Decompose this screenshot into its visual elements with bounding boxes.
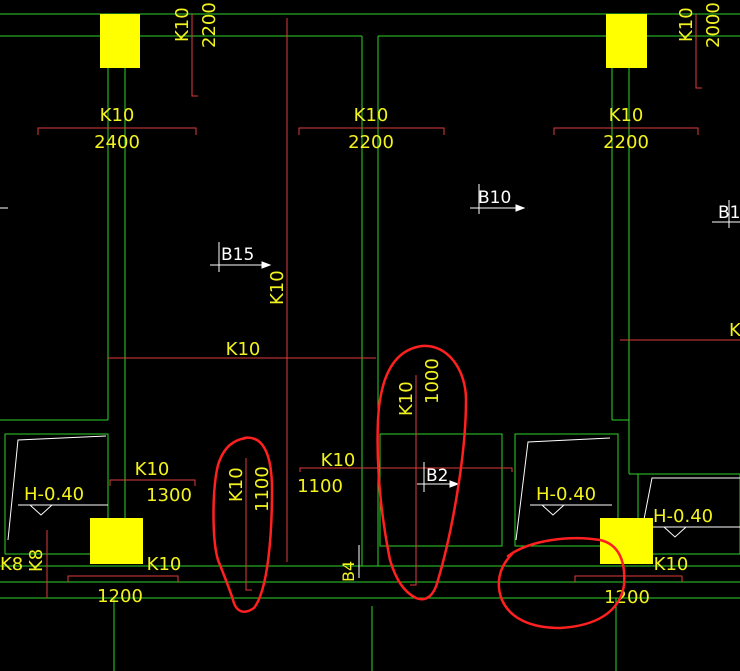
label-row2-right-k: K10 bbox=[609, 105, 644, 126]
label-slab-b10: B10 bbox=[478, 188, 511, 208]
label-slab-b2: B2 bbox=[426, 466, 448, 486]
label-row2-left-len: 2400 bbox=[94, 132, 140, 153]
label-right-cut-k: K bbox=[729, 320, 740, 341]
label-bottom-left-k: K10 bbox=[147, 554, 182, 575]
label-horiz-1300-k: K10 bbox=[135, 459, 170, 480]
label-b4: B4 bbox=[339, 561, 358, 582]
label-elev-mid: H-0.40 bbox=[536, 484, 596, 505]
label-vert-mid-k: K10 bbox=[267, 270, 288, 305]
column-top-left bbox=[100, 14, 140, 68]
label-horiz-1100-len: 1100 bbox=[297, 476, 343, 497]
label-vert-1000-len: 1000 bbox=[422, 358, 443, 404]
label-top-right-k: K10 bbox=[676, 7, 697, 42]
label-bottom-right-len: 1200 bbox=[604, 587, 650, 608]
label-row2-mid-len: 2200 bbox=[348, 132, 394, 153]
markup-loop-1000 bbox=[376, 344, 468, 601]
label-elev-left: H-0.40 bbox=[24, 484, 84, 505]
label-k8-b: K8 bbox=[26, 549, 47, 572]
rebar-lines bbox=[37, 14, 740, 598]
label-vert-1100-len: 1100 bbox=[252, 466, 273, 512]
markup-loop-bottom-right bbox=[497, 536, 626, 630]
label-k8-a: K8 bbox=[0, 554, 23, 575]
label-slab-b1-cut: B1 bbox=[718, 203, 740, 223]
label-horiz-1300-len: 1300 bbox=[146, 485, 192, 506]
label-top-right-len: 2000 bbox=[703, 2, 724, 48]
markup-loop-1100 bbox=[212, 436, 274, 613]
label-row2-mid-k: K10 bbox=[354, 105, 389, 126]
rebar-labels: K10 2200 K10 2000 K10 2400 K10 2200 K10 … bbox=[0, 2, 740, 608]
label-elev-right: H-0.40 bbox=[653, 506, 713, 527]
label-bottom-left-len: 1200 bbox=[97, 586, 143, 607]
label-top-left-len: 2200 bbox=[199, 2, 220, 48]
label-slab-b15: B15 bbox=[221, 245, 254, 265]
label-vert-1100-k: K10 bbox=[226, 467, 247, 502]
columns bbox=[90, 14, 653, 564]
column-bottom-right bbox=[600, 518, 653, 564]
column-top-right bbox=[606, 14, 647, 68]
markup-circles bbox=[212, 344, 626, 630]
column-bottom-left bbox=[90, 518, 143, 564]
label-top-left-k: K10 bbox=[172, 7, 193, 42]
label-bottom-right-k: K10 bbox=[654, 554, 689, 575]
label-horiz-mid-k: K10 bbox=[226, 339, 261, 360]
label-horiz-1100-k: K10 bbox=[321, 450, 356, 471]
label-row2-right-len: 2200 bbox=[603, 132, 649, 153]
label-vert-1000-k: K10 bbox=[396, 381, 417, 416]
label-row2-left-k: K10 bbox=[100, 105, 135, 126]
